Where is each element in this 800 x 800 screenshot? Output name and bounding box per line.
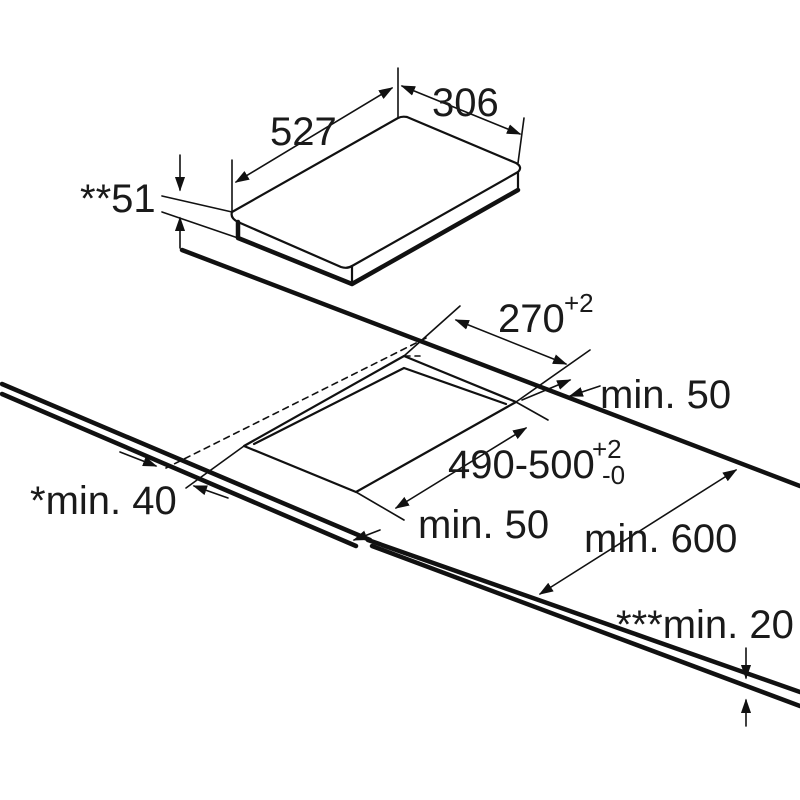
cutout-inner-edge — [252, 366, 508, 446]
ext-line-490-bottom — [355, 491, 405, 521]
ext-line-306-right — [517, 117, 525, 164]
label-490-tolerance-lower: -0 — [602, 460, 625, 490]
dim-line-490-500 — [394, 427, 528, 509]
worktop-front-top-right — [365, 537, 800, 695]
dimension-51: **51 — [80, 154, 239, 249]
label-min-600: min. 600 — [584, 517, 737, 561]
dim-line-306 — [400, 85, 522, 135]
dim-arrow-min-50-back-b — [568, 385, 601, 397]
label-min-50-front: min. 50 — [418, 503, 549, 547]
label-270: 270 — [498, 297, 565, 341]
dim-line-527 — [234, 87, 394, 183]
ext-line-51-bottom — [161, 211, 239, 239]
worktop-front-lower-left — [0, 391, 359, 549]
worktop-front-edge-right — [369, 543, 800, 709]
worktop-front-edge-left — [0, 381, 373, 543]
dim-arrow-min-40-a — [119, 451, 158, 467]
dim-arrow-min-40-b — [192, 485, 229, 499]
label-51: **51 — [80, 177, 156, 221]
dimension-min-600: min. 600 — [538, 469, 738, 595]
dimension-527: 527 — [231, 67, 399, 213]
label-490-tolerance-upper: +2 — [592, 434, 622, 464]
dim-arrow-min-50-back-a — [521, 379, 572, 401]
label-527: 527 — [270, 110, 337, 154]
worktop — [0, 247, 800, 709]
dim-line-min-600 — [538, 469, 738, 595]
dimension-306: 306 — [400, 81, 525, 164]
dimension-270: 270 +2 — [403, 288, 594, 403]
label-306: 306 — [432, 81, 499, 125]
ext-line-270-right — [515, 349, 591, 403]
ext-line-51-top — [161, 195, 233, 213]
label-min-20: ***min. 20 — [616, 603, 794, 647]
dimension-min-20: ***min. 20 — [616, 603, 794, 727]
ext-line-min-40 — [185, 445, 245, 489]
dim-arrow-min-50-front — [352, 529, 381, 541]
label-min-40: *min. 40 — [30, 479, 177, 523]
label-270-tolerance: +2 — [564, 288, 594, 318]
worktop-back-edge — [179, 247, 800, 489]
hob-body-edge — [235, 187, 521, 287]
cutout-dashed-projection — [165, 337, 427, 469]
dimension-min-50-back: min. 50 — [521, 373, 731, 417]
label-min-50-back: min. 50 — [600, 373, 731, 417]
dimension-min-40: *min. 40 — [30, 445, 245, 523]
label-490-500: 490-500 — [448, 443, 595, 487]
dim-line-270 — [454, 319, 568, 365]
ext-line-490-top — [515, 401, 549, 421]
ext-line-270-left — [403, 305, 461, 357]
dimension-min-50-front: min. 50 — [352, 503, 549, 547]
